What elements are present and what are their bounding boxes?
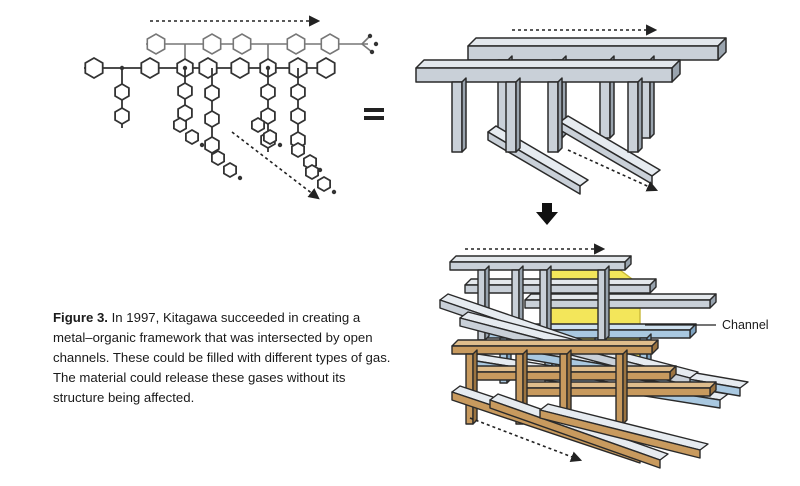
post bbox=[505, 81, 517, 153]
beam-front bbox=[449, 261, 626, 271]
post-side bbox=[637, 77, 643, 153]
benzene-ring bbox=[286, 33, 306, 55]
benzene-ring bbox=[140, 56, 160, 80]
benzene-ring bbox=[222, 161, 238, 179]
post-side bbox=[622, 349, 628, 425]
post bbox=[547, 81, 559, 153]
post-side bbox=[461, 77, 467, 153]
caption-label: Figure 3. bbox=[53, 310, 108, 325]
benzene-ring bbox=[290, 82, 306, 102]
post-side bbox=[472, 349, 478, 425]
benzene-ring bbox=[146, 33, 166, 55]
benzene-ring bbox=[262, 128, 278, 146]
benzene-ring bbox=[114, 106, 130, 126]
beam-front bbox=[451, 345, 653, 355]
simplified-framework bbox=[415, 24, 727, 195]
benzene-ring bbox=[204, 109, 220, 129]
rail-front bbox=[489, 399, 661, 469]
post bbox=[597, 269, 606, 341]
beam-top bbox=[449, 255, 632, 263]
post bbox=[451, 81, 463, 153]
benzene-ring bbox=[232, 33, 252, 55]
caption-text: In 1997, Kitagawa succeeded in creating … bbox=[53, 310, 391, 405]
down-arrow-icon bbox=[536, 203, 558, 225]
rail-front bbox=[487, 131, 581, 195]
benzene-ring bbox=[114, 82, 130, 102]
benzene-ring bbox=[320, 33, 340, 55]
benzene-ring bbox=[260, 82, 276, 102]
benzene-ring bbox=[177, 81, 193, 101]
benzene-ring bbox=[316, 175, 332, 193]
beam-front bbox=[464, 284, 651, 294]
rail-front bbox=[539, 409, 701, 459]
beam-top bbox=[415, 59, 681, 69]
beam-front bbox=[467, 45, 719, 61]
stacked-framework bbox=[439, 243, 749, 469]
beam-top bbox=[464, 278, 657, 286]
post-side bbox=[515, 77, 521, 153]
atom bbox=[369, 49, 375, 55]
post bbox=[627, 81, 639, 153]
benzene-ring bbox=[198, 56, 218, 80]
atom bbox=[277, 142, 283, 148]
benzene-ring bbox=[250, 116, 266, 134]
beam-top bbox=[524, 293, 717, 301]
benzene-ring bbox=[290, 141, 306, 159]
benzene-ring bbox=[260, 106, 276, 126]
beam-top bbox=[451, 339, 659, 347]
benzene-ring bbox=[210, 149, 226, 167]
benzene-ring bbox=[84, 56, 104, 80]
channel-label: Channel bbox=[722, 318, 769, 332]
benzene-ring bbox=[204, 83, 220, 103]
atom bbox=[237, 175, 243, 181]
beam-top bbox=[469, 365, 677, 373]
molecular-structure bbox=[84, 15, 379, 200]
beam-front bbox=[519, 387, 711, 397]
post-side bbox=[557, 77, 563, 153]
atom bbox=[373, 41, 379, 47]
beam-top bbox=[467, 37, 727, 47]
beam-front bbox=[415, 67, 673, 83]
figure-caption: Figure 3. In 1997, Kitagawa succeeded in… bbox=[53, 308, 398, 408]
benzene-ring bbox=[204, 135, 220, 155]
benzene-ring bbox=[202, 33, 222, 55]
benzene-ring bbox=[230, 56, 250, 80]
benzene-ring bbox=[172, 116, 188, 134]
atom bbox=[331, 189, 337, 195]
benzene-ring bbox=[304, 163, 320, 181]
atom bbox=[199, 142, 205, 148]
benzene-ring bbox=[316, 56, 336, 80]
post bbox=[615, 353, 624, 425]
post-side bbox=[604, 265, 610, 341]
atom bbox=[367, 33, 373, 39]
benzene-ring bbox=[290, 106, 306, 126]
benzene-ring bbox=[184, 128, 200, 146]
equals-sign bbox=[364, 108, 384, 120]
beam-front bbox=[524, 299, 711, 309]
